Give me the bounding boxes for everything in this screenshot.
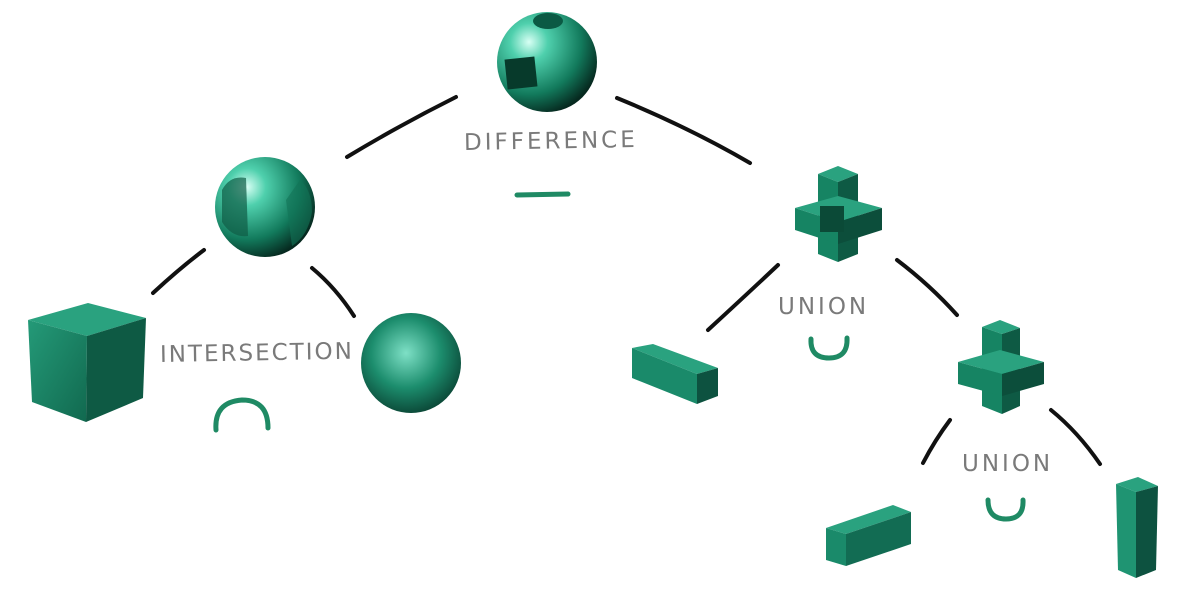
edge-u2-left [921,418,952,465]
label-intersection: INTERSECTION [159,338,355,368]
union-symbol-bottom [985,497,1026,522]
union-symbol-top [808,335,850,361]
label-union-top: UNION [778,294,870,320]
edge-u1-left [706,263,780,332]
difference-result-shape [497,12,597,112]
edge-inter-left [151,248,206,295]
edge-root-left [345,95,458,159]
edge-u1-right [895,258,959,317]
intersection-result-shape [215,157,315,257]
label-difference: DIFFERENCE [463,126,638,156]
union-result-shape [795,166,882,262]
edge-inter-right [310,266,356,318]
tree-edges [151,95,1102,466]
edge-u2-right [1049,408,1102,466]
union-sub-result-shape [958,320,1044,414]
sphere-shape [361,313,461,413]
vertical-box-shape [1116,477,1158,578]
intersection-symbol [213,397,271,433]
cube-shape [28,303,146,422]
horizontal-box-shape [632,344,718,404]
label-union-bottom: UNION [962,451,1054,477]
minus-symbol [514,191,571,198]
operator-symbols [213,191,1026,522]
edge-root-right [615,96,752,165]
horizontal-box-shape-2 [826,505,911,566]
